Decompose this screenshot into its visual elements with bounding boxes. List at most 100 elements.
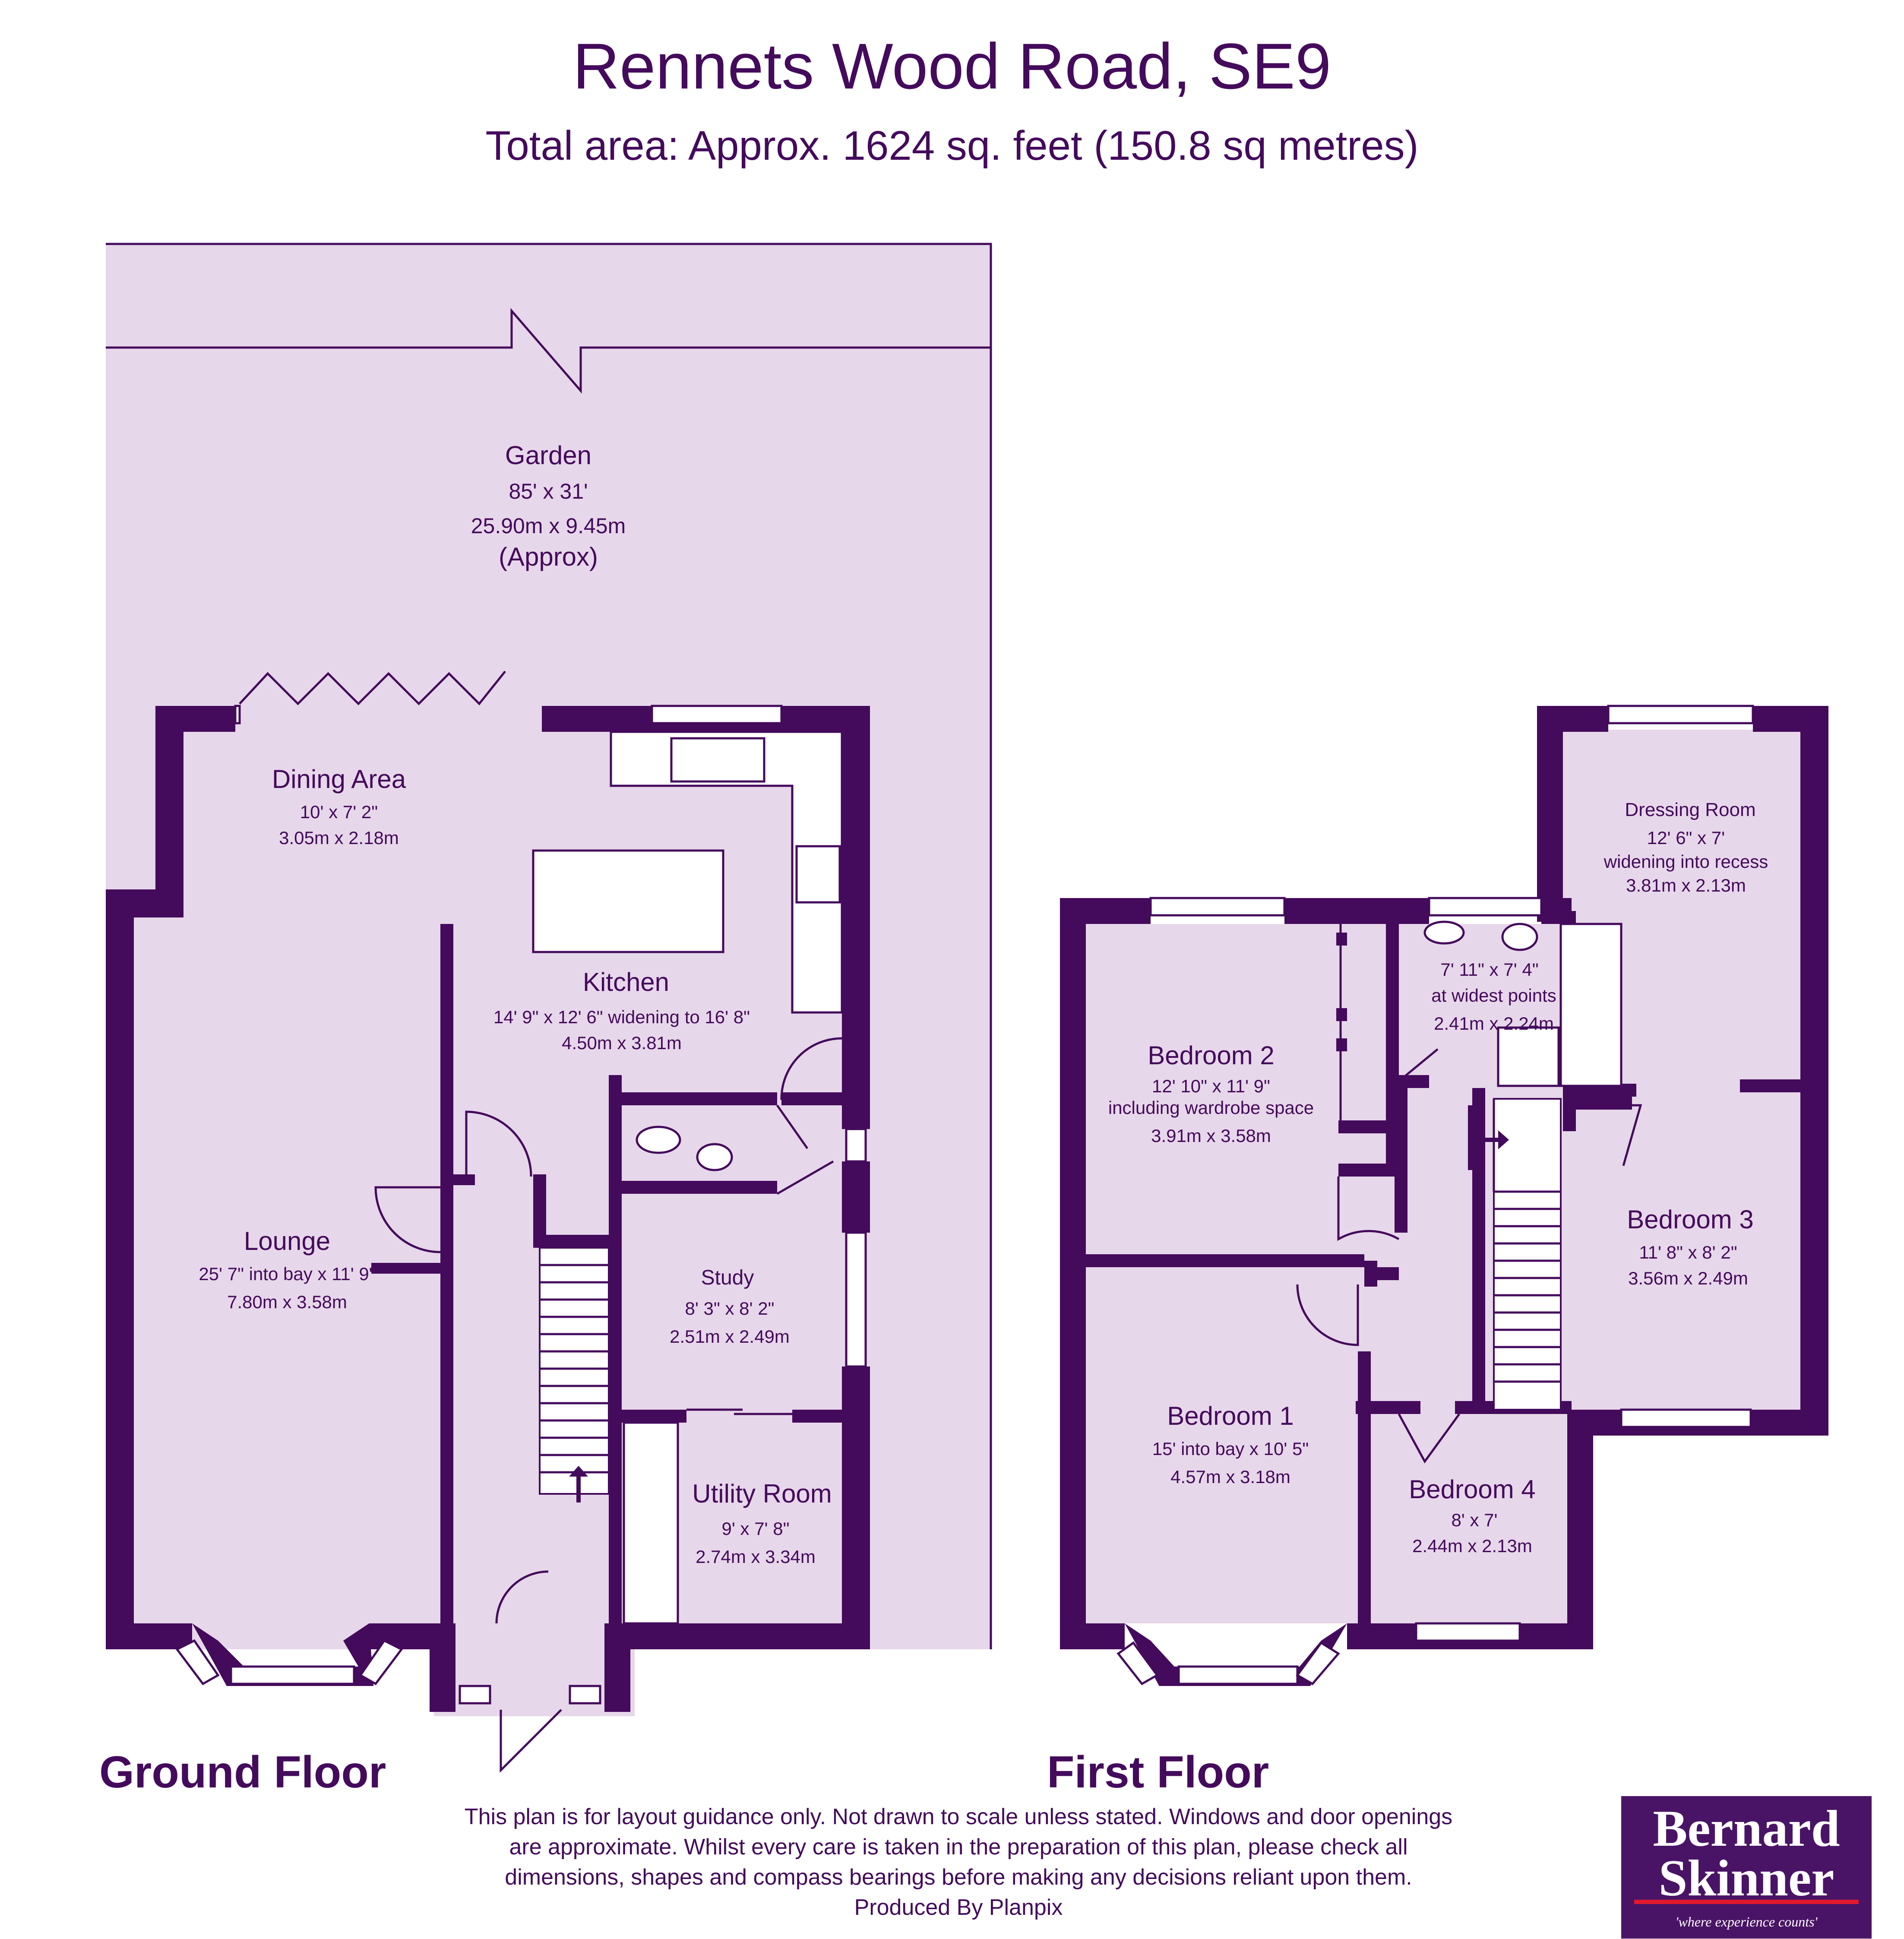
hob xyxy=(795,845,841,904)
window xyxy=(1149,897,1286,917)
wall xyxy=(106,1623,192,1649)
wall xyxy=(1395,1075,1429,1088)
sliding-door xyxy=(686,1408,792,1415)
bedroom4-metric: 2.44m x 2.13m xyxy=(1412,1536,1532,1556)
disclaimer: This plan is for layout guidance only. N… xyxy=(465,1804,1452,1920)
bedroom1-imperial: 15' into bay x 10' 5" xyxy=(1152,1439,1309,1459)
wardrobe-mark xyxy=(1336,933,1347,946)
dining-area-name: Dining Area xyxy=(272,765,406,794)
bedroom1-name: Bedroom 1 xyxy=(1167,1401,1294,1430)
utility-room-metric: 2.74m x 3.34m xyxy=(696,1547,816,1567)
bathroom-label: 7' 11" x 7' 4" at widest points 2.41m x … xyxy=(1431,959,1556,1034)
wall xyxy=(430,1623,455,1712)
wall xyxy=(1358,1351,1371,1628)
bedroom4-imperial: 8' x 7' xyxy=(1451,1510,1497,1530)
wall xyxy=(533,1235,609,1248)
bedroom2-metric: 3.91m x 3.58m xyxy=(1151,1126,1271,1146)
bedroom3-door xyxy=(1580,1104,1642,1166)
wall xyxy=(609,1075,622,1628)
window xyxy=(845,1231,867,1368)
basin xyxy=(696,1143,733,1171)
dressing-room-metric: 3.81m x 2.13m xyxy=(1626,875,1746,895)
bedroom4-door xyxy=(1398,1413,1461,1464)
wall xyxy=(1084,1254,1364,1267)
wall xyxy=(792,1410,848,1423)
wall xyxy=(1563,1097,1632,1110)
bedroom3-name: Bedroom 3 xyxy=(1627,1205,1754,1234)
wall xyxy=(1060,898,1086,1649)
wall xyxy=(533,1174,546,1235)
bay-window-side xyxy=(1296,1641,1340,1686)
window xyxy=(459,1685,491,1705)
window xyxy=(1415,1622,1521,1642)
first-floor-stairs xyxy=(1477,1098,1562,1411)
wall xyxy=(440,924,453,1628)
wall xyxy=(1356,1401,1420,1414)
study-imperial: 8' 3" x 8' 2" xyxy=(685,1298,775,1319)
lounge-label: Lounge 25' 7" into bay x 11' 9" 7.80m x … xyxy=(199,1227,375,1312)
lounge-name: Lounge xyxy=(244,1227,330,1256)
window xyxy=(651,705,783,724)
kitchen-imperial: 14' 9" x 12' 6" widening to 16' 8" xyxy=(493,1007,750,1027)
toilet xyxy=(636,1126,681,1154)
window xyxy=(234,705,241,724)
hall-door xyxy=(465,1110,532,1177)
wall xyxy=(371,1263,440,1274)
page-subtitle: Total area: Approx. 1624 sq. feet (150.8… xyxy=(485,123,1418,169)
wall xyxy=(609,1410,686,1423)
utility-room-imperial: 9' x 7' 8" xyxy=(721,1518,789,1539)
bedroom1-metric: 4.57m x 3.18m xyxy=(1170,1467,1290,1487)
utility-worktop xyxy=(623,1421,679,1625)
lounge-door xyxy=(374,1186,441,1253)
dressing-room-label: Dressing Room 12' 6" x 7' widening into … xyxy=(1604,799,1768,895)
bedroom2-imperial: 12' 10" x 11' 9" xyxy=(1152,1076,1270,1096)
bedroom3-imperial: 11' 8" x 8' 2" xyxy=(1639,1242,1737,1262)
window xyxy=(845,1128,867,1163)
wall xyxy=(1284,898,1429,924)
wall xyxy=(1060,1623,1125,1649)
garden-label: Garden 85' x 31' 25.90m x 9.45m (Approx) xyxy=(471,441,626,571)
bedroom1-door xyxy=(1296,1284,1359,1346)
kitchen-sink xyxy=(670,737,765,783)
wall xyxy=(842,1161,870,1233)
toilet xyxy=(1423,920,1465,945)
garden-name: Garden xyxy=(505,441,591,470)
front-door xyxy=(500,1709,562,1773)
bay-window-side xyxy=(1116,1641,1159,1686)
ground-floor-heading: Ground Floor xyxy=(99,1747,386,1797)
kitchen-label: Kitchen 14' 9" x 12' 6" widening to 16' … xyxy=(493,968,750,1053)
study-label: Study 8' 3" x 8' 2" 2.51m x 2.49m xyxy=(670,1266,790,1347)
disclaimer-line-2: are approximate. Whilst every care is ta… xyxy=(509,1835,1407,1860)
bedroom2-note: including wardrobe space xyxy=(1108,1098,1314,1118)
study-metric: 2.51m x 2.49m xyxy=(670,1326,790,1347)
bedroom3-metric: 3.56m x 2.49m xyxy=(1628,1268,1748,1288)
kitchen-island xyxy=(532,849,724,953)
dressing-room-imperial: 12' 6" x 7' xyxy=(1647,828,1725,848)
dressing-room-name: Dressing Room xyxy=(1625,799,1755,820)
ground-floor-interior xyxy=(183,730,866,1716)
wall xyxy=(1395,1082,1407,1233)
first-floor-plan xyxy=(1060,705,1828,1686)
wall xyxy=(1567,1410,1593,1649)
garden-metric: 25.90m x 9.45m xyxy=(471,514,626,538)
shower-tray xyxy=(1497,1026,1560,1087)
bedroom2-name: Bedroom 2 xyxy=(1148,1041,1275,1070)
wall xyxy=(1347,1623,1416,1649)
ground-floor-stairs xyxy=(539,1247,610,1502)
bay-window-side xyxy=(175,1639,220,1686)
wall xyxy=(1338,1164,1399,1177)
porch-door xyxy=(495,1570,549,1624)
disclaimer-line-4: Produced By Planpix xyxy=(854,1895,1063,1920)
page-title: Rennets Wood Road, SE9 xyxy=(573,30,1332,102)
window xyxy=(1620,1408,1752,1428)
wardrobe-mark xyxy=(1336,1038,1347,1051)
dining-area-label: Dining Area 10' x 7' 2" 3.05m x 2.18m xyxy=(272,765,406,848)
disclaimer-line-3: dimensions, shapes and compass bearings … xyxy=(505,1865,1412,1890)
disclaimer-line-1: This plan is for layout guidance only. N… xyxy=(465,1804,1452,1829)
kitchen-door xyxy=(780,1037,842,1100)
logo-line-2: Skinner xyxy=(1659,1849,1834,1907)
logo-tagline: 'where experience counts' xyxy=(1676,1914,1818,1930)
bedroom1-label: Bedroom 1 15' into bay x 10' 5" 4.57m x … xyxy=(1152,1401,1309,1487)
bedroom2-label: Bedroom 2 12' 10" x 11' 9" including war… xyxy=(1108,1041,1314,1146)
